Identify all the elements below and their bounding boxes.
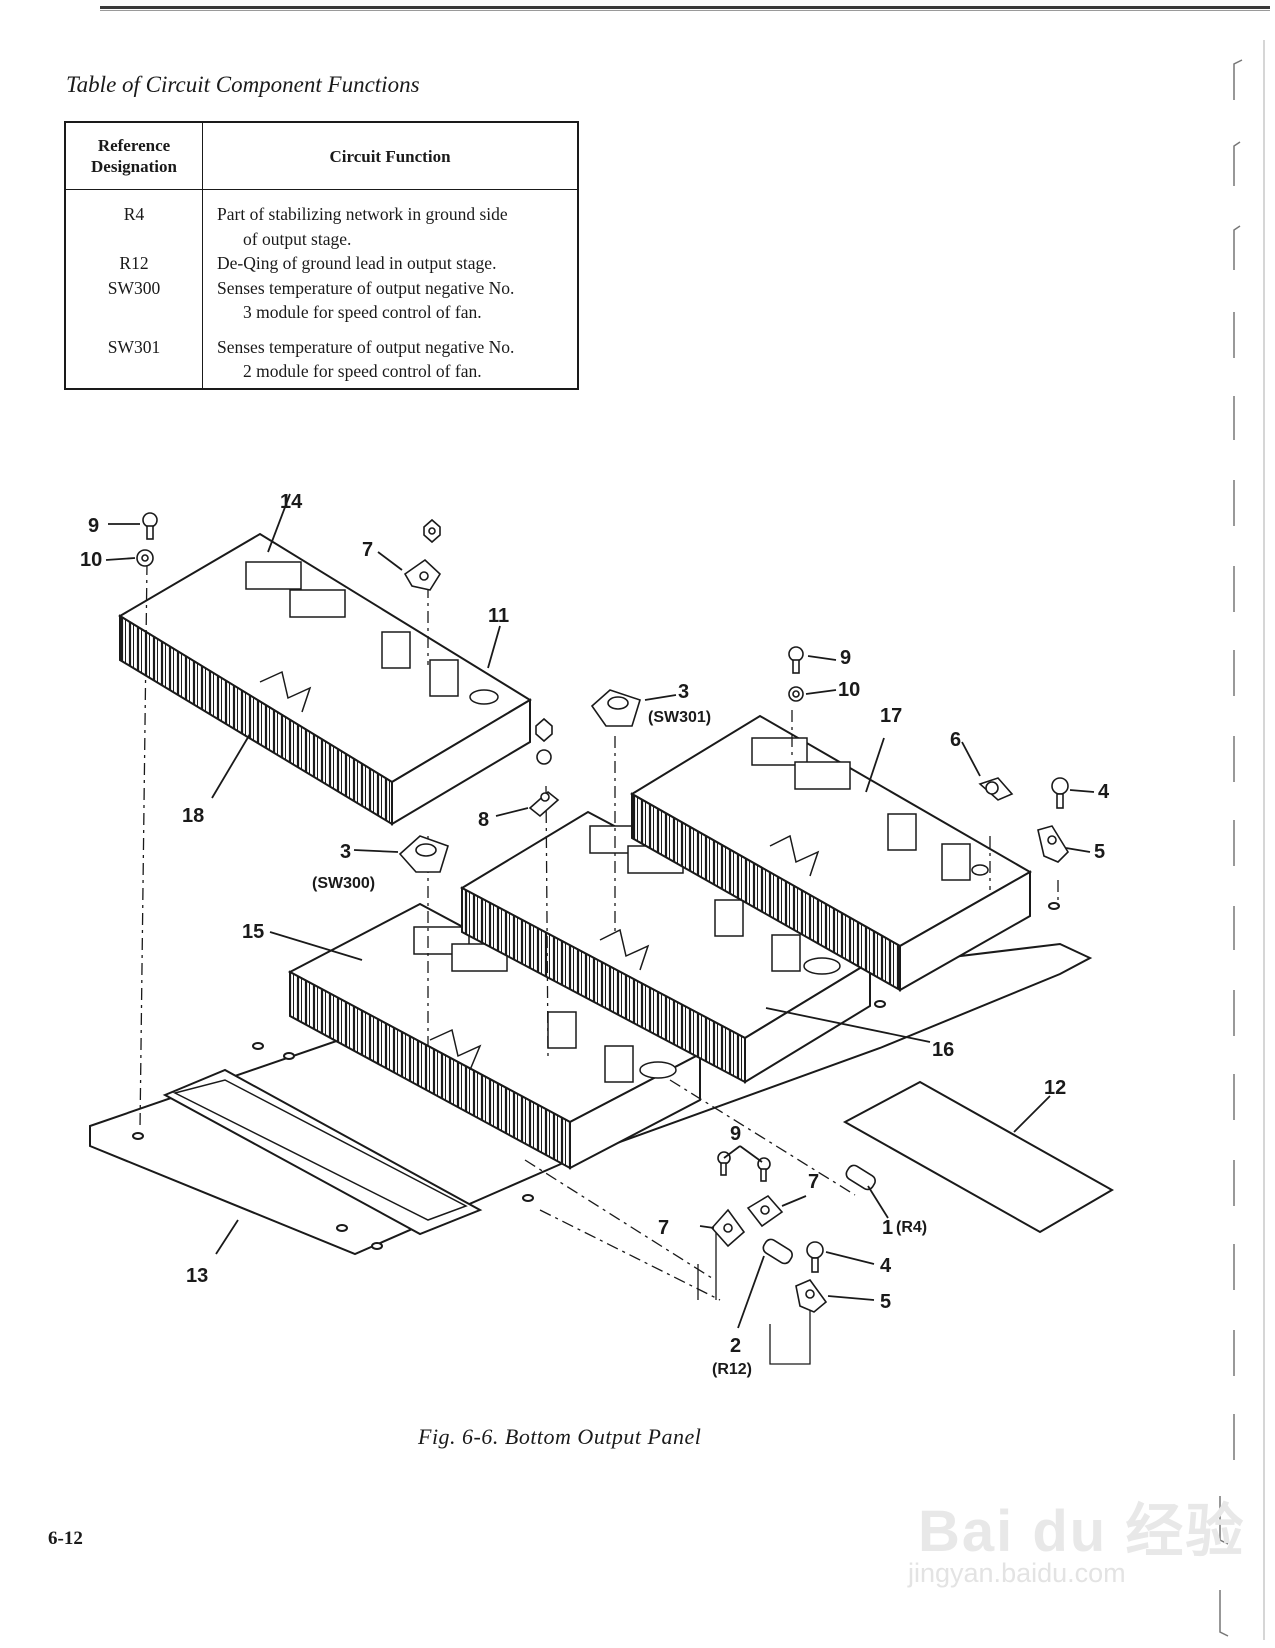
callout-2: 2 xyxy=(730,1335,741,1357)
callout-labels: 9 10 14 7 11 18 8 3 (SW300) 15 3 (SW301)… xyxy=(80,491,1110,1378)
callout-12: 12 xyxy=(1044,1077,1066,1099)
gasket-12 xyxy=(842,1080,1115,1234)
row-function: Senses temperature of output negative No… xyxy=(203,276,579,325)
callout-13: 13 xyxy=(186,1265,208,1287)
row-ref: SW300 xyxy=(65,275,203,325)
module-18 xyxy=(118,532,532,826)
header-reference-designation: Reference Designation xyxy=(64,121,203,190)
callout-9: 9 xyxy=(730,1123,741,1145)
row-function: Part of stabilizing network in ground si… xyxy=(203,190,579,252)
watermark-url: jingyan.baidu.com xyxy=(908,1558,1126,1588)
row-function-line2: 3 module for speed control of fan. xyxy=(243,302,482,322)
table-row: SW301 Senses temperature of output negat… xyxy=(65,324,579,389)
callout-16: 16 xyxy=(932,1039,954,1061)
hardware-parts xyxy=(136,512,1070,1313)
row-function-line2: 2 module for speed control of fan. xyxy=(243,361,482,381)
callout-8: 8 xyxy=(478,809,489,831)
callout-3-sw300: 3 xyxy=(340,841,351,863)
callout-7: 7 xyxy=(808,1171,819,1193)
callout-7: 7 xyxy=(362,539,373,561)
row-ref: R12 xyxy=(65,251,203,276)
callout-11: 11 xyxy=(488,605,509,627)
callout-9: 9 xyxy=(88,515,99,537)
binding-marks xyxy=(1219,40,1265,1640)
row-function-line2: of output stage. xyxy=(243,228,352,249)
label-r12: (R12) xyxy=(712,1361,752,1378)
row-function-line1: Senses temperature of output negative No… xyxy=(217,336,515,357)
figure-caption: Fig. 6-6. Bottom Output Panel xyxy=(418,1424,702,1449)
table-title: Table of Circuit Component Functions xyxy=(66,72,420,97)
callout-15: 15 xyxy=(242,921,264,943)
callout-14: 14 xyxy=(280,491,303,513)
watermark-logo: Bai du 经验 xyxy=(918,1499,1246,1564)
table-row: R4 Part of stabilizing network in ground… xyxy=(65,189,579,252)
callout-3-sw301: 3 xyxy=(678,681,689,703)
row-function: De-Qing of ground lead in output stage. xyxy=(203,251,579,276)
row-ref: R4 xyxy=(65,189,203,251)
callout-5: 5 xyxy=(880,1291,891,1313)
row-function: Senses temperature of output negative No… xyxy=(203,325,579,389)
callout-6: 6 xyxy=(950,729,961,751)
page-number: 6-12 xyxy=(48,1528,83,1549)
row-ref: SW301 xyxy=(65,324,203,389)
callout-18: 18 xyxy=(182,805,204,827)
table-row: SW300 Senses temperature of output negat… xyxy=(65,275,579,325)
component-functions-table: Reference Designation Circuit Function R… xyxy=(64,121,579,390)
row-function-line1: Part of stabilizing network in ground si… xyxy=(217,204,508,224)
header-ref-line1: Reference xyxy=(97,136,171,155)
label-sw301: (SW301) xyxy=(648,709,711,726)
table-header-row: Reference Designation Circuit Function xyxy=(64,121,579,190)
table-row: R12 De-Qing of ground lead in output sta… xyxy=(65,251,578,276)
header-ref-line2: Designation xyxy=(91,157,177,176)
hardware-brackets xyxy=(697,1232,811,1365)
leader-arrows xyxy=(105,493,1095,1329)
callout-10: 10 xyxy=(80,549,102,571)
top-rule xyxy=(100,6,1270,9)
callout-4: 4 xyxy=(880,1255,892,1277)
callout-10: 10 xyxy=(838,679,860,701)
top-rule-thin xyxy=(100,10,1270,11)
label-sw300: (SW300) xyxy=(312,875,375,892)
module-17 xyxy=(630,714,1033,992)
callout-9: 9 xyxy=(840,647,851,669)
callout-1: 1 xyxy=(882,1217,893,1239)
row-function-line1: Senses temperature of output negative No… xyxy=(217,277,515,298)
header-circuit-function: Circuit Function xyxy=(202,121,579,190)
callout-4: 4 xyxy=(1098,781,1110,803)
callout-7: 7 xyxy=(658,1217,669,1239)
module-15 xyxy=(287,902,703,1170)
callout-17: 17 xyxy=(880,705,902,727)
callout-5: 5 xyxy=(1094,841,1105,863)
row-function-line1: De-Qing of ground lead in output stage. xyxy=(217,253,497,273)
label-r4: (R4) xyxy=(896,1219,927,1236)
